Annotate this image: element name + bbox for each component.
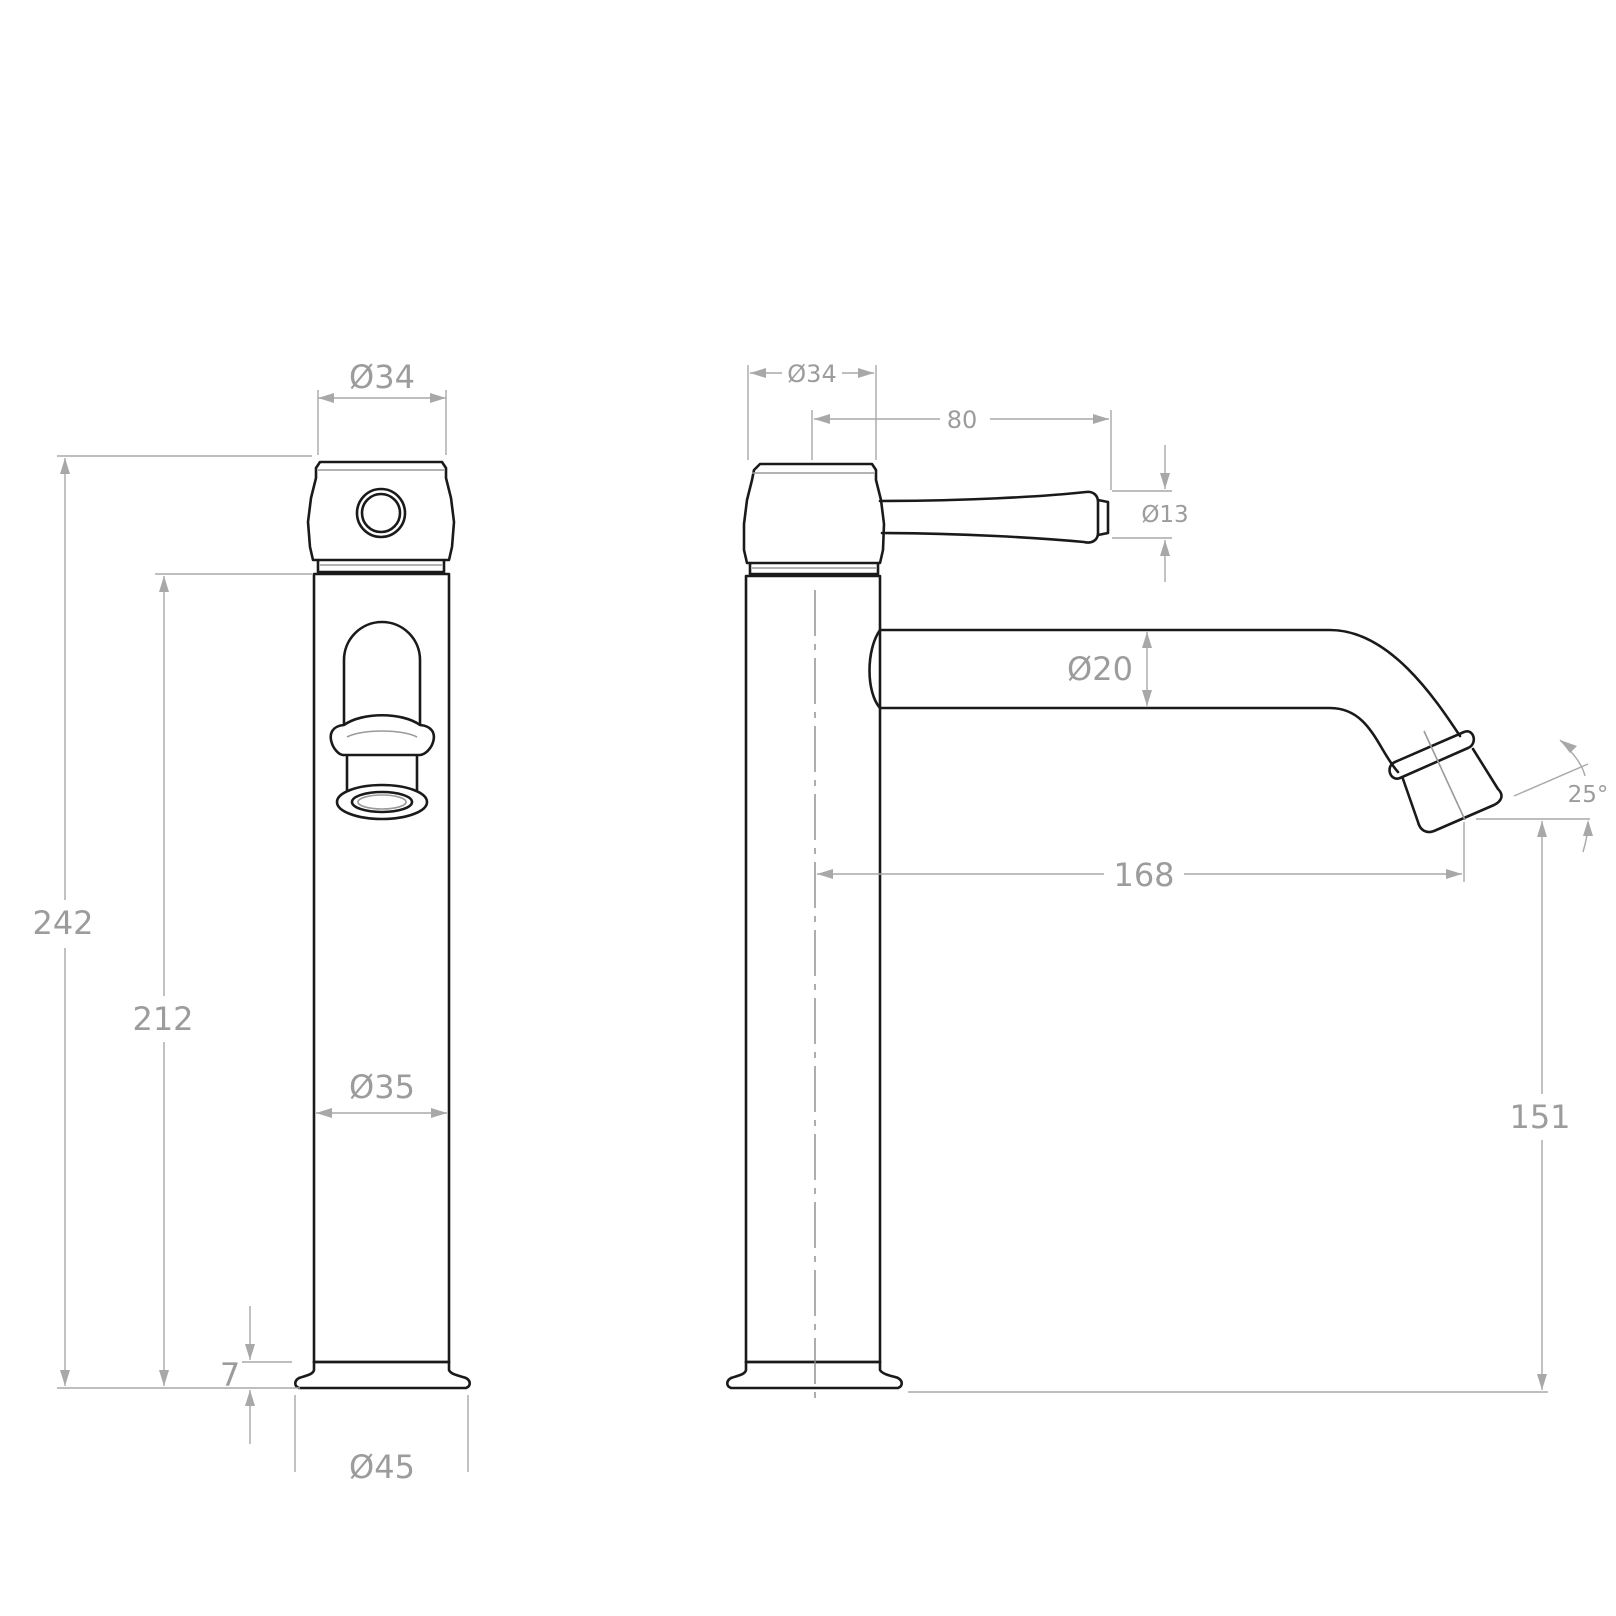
front-head-collar (316, 558, 446, 574)
side-spout-height-label: 151 (1509, 1098, 1570, 1136)
front-head-diameter-label: Ø34 (349, 358, 415, 396)
front-body-height-label: 212 (132, 1000, 193, 1038)
front-total-height-label: 242 (32, 904, 93, 942)
side-spout-diameter-label: Ø20 (1067, 650, 1133, 688)
side-lever-tip (1096, 498, 1110, 537)
side-lever-length-label: 80 (947, 406, 978, 434)
front-base-diameter-label: Ø45 (349, 1448, 415, 1486)
side-lever-handle (878, 490, 1100, 544)
side-body (744, 574, 882, 1364)
front-lever-end (355, 487, 407, 539)
front-aerator (350, 790, 414, 814)
front-body-diameter-label: Ø35 (349, 1068, 415, 1106)
front-outlet (335, 783, 429, 821)
side-head-cap (742, 462, 886, 565)
side-outlet-collar (1388, 730, 1476, 780)
side-dimensions: Ø34 80 Ø13 Ø20 168 1 (747, 360, 1609, 1393)
side-spout (868, 628, 1462, 774)
front-body (312, 572, 451, 1364)
side-outlet-angle-label: 25° (1568, 782, 1609, 808)
front-base-height-label: 7 (220, 1356, 240, 1394)
side-head-diameter-label: Ø34 (787, 360, 836, 388)
side-outlet-axis (1423, 730, 1466, 821)
side-view (725, 462, 1503, 1400)
side-head-collar (748, 561, 880, 576)
front-dimensions: Ø34 242 212 Ø35 7 Ø45 (32, 358, 469, 1486)
front-lever-end-inner (360, 492, 402, 534)
front-spout (342, 620, 422, 726)
front-head-cap (306, 460, 456, 562)
side-base (725, 1360, 904, 1390)
front-view (293, 460, 472, 1390)
side-lever-diameter-label: Ø13 (1141, 502, 1188, 528)
front-spout-collar (329, 713, 436, 757)
side-spout-reach-label: 168 (1113, 856, 1174, 894)
front-base (293, 1360, 472, 1390)
